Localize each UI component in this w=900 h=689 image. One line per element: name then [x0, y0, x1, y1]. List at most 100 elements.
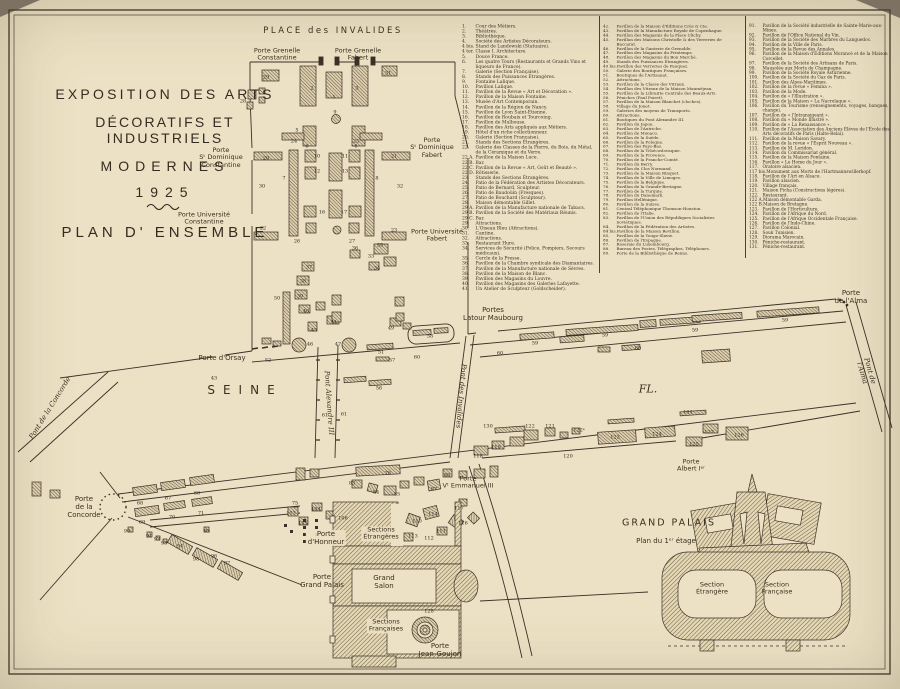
legend-entry-text: Pavillon des Verreries de Fauquez.	[616, 63, 689, 69]
legend-entry-text: Pavillon des Alpes-Maritimes.	[762, 79, 828, 85]
map-marker: 59	[601, 332, 609, 338]
pavilion	[442, 468, 453, 478]
legend-entry-number: 4 ter.	[462, 49, 474, 55]
legend-entry-number: 123.	[749, 206, 759, 212]
legend-entry-number: 96.	[749, 51, 756, 57]
legend-entry-text: Pavillon Colonial.	[762, 225, 801, 231]
legend-entry-number: 124.	[749, 211, 759, 217]
legend-entry-number: 117.	[749, 164, 759, 170]
map-marker: 26	[293, 238, 301, 244]
legend-entry-text: Pavillon « Le Home du Jour ».	[762, 159, 828, 165]
legend-entry-text: Pavillon de l'Italie.	[616, 210, 655, 216]
legend-column-3: 91.Pavillon de la Société industrielle d…	[749, 24, 892, 250]
map-marker: 90	[123, 528, 131, 534]
legend-entry-number: 78.	[603, 192, 610, 198]
legend-entry: 80.Pavillon de la Suisse.	[603, 202, 741, 206]
legend-entry: 109.Pavillon de « La Renaissance ».	[749, 122, 892, 128]
legend-entry-text: Pavillon de la Mode.	[762, 89, 807, 95]
legend-entry: 68.Pavillon de la Tchécoslovaquie.	[603, 148, 741, 153]
legend-entry-text: Boutiques du Pont Alexandre III.	[616, 117, 685, 123]
map-marker: 1	[332, 94, 336, 100]
pavilion	[436, 526, 448, 536]
pavilion	[426, 478, 442, 492]
legend-entry: 24.Patio de la Fédération des Artistes D…	[462, 180, 598, 185]
legend-entry: 120.Village français.	[749, 183, 892, 189]
legend-entry-text: Patio de Bouchard (Sculpteur).	[475, 195, 547, 201]
legend-entry-text: Pavillon de la Ville de Limoges.	[616, 174, 682, 180]
legend-entry: 41.Un Atelier de Sculpteur (Goldscheider…	[462, 286, 598, 291]
legend-entry: 59.Galeries des moyens de Transports.	[603, 108, 741, 113]
legend-entry-number: 127.	[749, 225, 759, 231]
legend-entry-number: 58.	[603, 103, 610, 109]
legend-entry: 31.Cantine.	[462, 231, 598, 236]
pavilion	[756, 306, 820, 318]
legend-entry-text: Un Atelier de Sculpteur (Goldscheider).	[475, 286, 567, 292]
legend-entry: 60.Attractions.	[603, 113, 741, 117]
map-marker: 97	[223, 560, 231, 566]
pavilion	[691, 311, 743, 323]
legend-entry-text: Pavillon de la Turquie.	[616, 188, 664, 194]
legend-entry-number: 82.	[603, 210, 610, 216]
legend-entry: 61.Boutiques du Pont Alexandre III.	[603, 117, 741, 123]
legend-entry: 22 B.Bar.	[462, 160, 598, 165]
legend-entry-number: 21.	[462, 140, 470, 146]
pavilion	[155, 535, 161, 541]
map-label: Porte Albert Iᵉʳ	[677, 457, 705, 473]
legend-entry-number: 46.	[603, 45, 610, 51]
legend-entry-number: 15.	[462, 109, 470, 115]
map-marker: 21	[390, 153, 398, 159]
legend-entry-number: 131.	[749, 244, 759, 250]
pavilion	[261, 337, 272, 345]
pavilion	[348, 149, 361, 163]
legend-divider-2	[745, 16, 746, 258]
legend-entry-number: 49.	[603, 59, 610, 65]
map-marker: 96	[210, 553, 218, 559]
legend-entry-number: 53.	[603, 81, 610, 87]
map-marker: 131	[683, 409, 693, 415]
map-marker: 28	[239, 98, 247, 104]
legend-entry-text: Bureau des Postes, Télégraphes, Téléphon…	[616, 246, 710, 252]
pavilion	[523, 429, 539, 441]
map-label: Porte Sᵗ Dominique Constantine	[199, 145, 243, 169]
legend-entry: 95.Pavillon de la Revue des Annales.	[749, 47, 892, 53]
legend-entry: 71.Pavillon du Berry.	[603, 162, 741, 166]
legend-entry: 118.Pavillon de l'Art en Alsace.	[749, 174, 892, 180]
map-marker: 94	[176, 543, 184, 549]
legend-entry-text: Rôtisserie.	[475, 170, 500, 176]
legend-entry: 2.Théâtres.	[462, 29, 598, 34]
map-marker: 45	[310, 327, 318, 333]
legend-entry-number: 122.	[749, 192, 759, 198]
legend-entry-number: 106.	[749, 103, 759, 109]
legend-entry-text: Pavillon des Arts appliqués aux Métiers.	[475, 124, 568, 130]
legend-entry-text: Pavillon de la Grande-Bretagne.	[616, 183, 683, 189]
legend-entry-number: 107.	[749, 112, 759, 118]
legend-entry: 85.Pavillon de la Yougo-Slavie.	[603, 233, 741, 237]
legend-entry-number: 97.	[749, 61, 756, 67]
legend-entry-number: 3.	[462, 34, 467, 40]
legend-entry-text: Pavillon des Magasins du Bon Marché.	[616, 54, 697, 60]
legend-entry-text: Pavillon de la Chambre syndicale des Dia…	[475, 261, 595, 267]
map-marker: 41	[330, 319, 338, 325]
legend-entry: 122.Restaurant.	[749, 193, 892, 198]
pavilion	[163, 500, 186, 511]
legend-entry-text: Pavillon de la Manufacture nationale de …	[475, 266, 585, 272]
pavilion	[702, 423, 719, 434]
map-marker: 83	[348, 480, 356, 486]
legend-entry: 66.Pavillon de la Pologne.	[603, 140, 741, 144]
map-label: Porte Université Constantine	[178, 210, 230, 226]
legend-entry-number: 2.	[462, 29, 467, 35]
legend-entry-text: Monument aux Morts de l'Hartmannswillerk…	[766, 169, 872, 175]
legend-entry: 5.Douce France.	[462, 54, 598, 59]
pavilion	[368, 261, 380, 271]
pavilion	[311, 502, 323, 512]
pavilion	[351, 65, 369, 107]
map-label: Porte Université Fabert	[411, 227, 463, 243]
map-label: Porte d'Orsay	[198, 353, 246, 362]
legend-entry-number: 122 B.	[749, 202, 764, 208]
map-marker: 29	[262, 74, 270, 80]
map-marker: 20	[262, 155, 270, 161]
legend-entry-text: Pavillon de la Manufacture nationale de …	[475, 205, 586, 211]
legend-entry: 76.Pavillon de la Grande-Bretagne.	[603, 184, 741, 188]
